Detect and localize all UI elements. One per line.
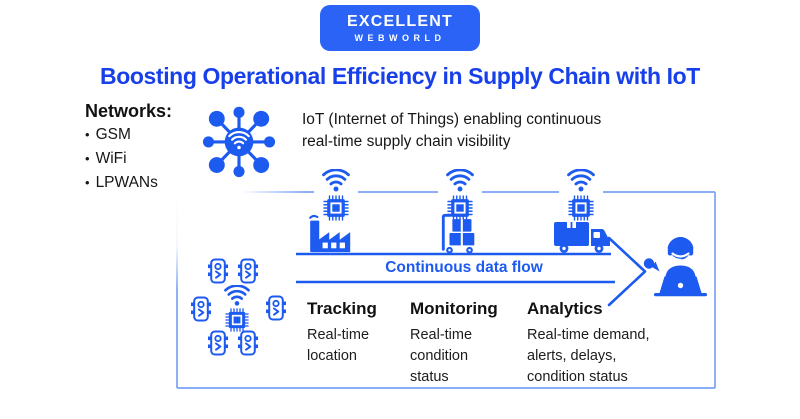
wifi-signal-icon (319, 169, 353, 192)
network-item-gsm: • GSM (85, 126, 131, 144)
stage-desc: Real-time condition status (410, 325, 498, 388)
factory-icon (309, 214, 351, 253)
stage-title: Tracking (307, 299, 377, 318)
network-label: LPWANs (95, 174, 158, 191)
stage-tracking: Tracking Real-time location (307, 299, 377, 367)
delivery-truck-icon (554, 222, 610, 253)
stage-desc: Real-time demand, alerts, delays, condit… (527, 325, 650, 388)
bullet: • (85, 175, 90, 190)
support-operator-icon (643, 237, 707, 297)
stage-title: Monitoring (410, 299, 498, 318)
network-label: GSM (95, 126, 131, 143)
networks-heading: Networks: (85, 101, 173, 121)
hand-truck-icon (441, 213, 475, 254)
sensor-node-icon (208, 258, 228, 284)
wifi-signal-icon (221, 285, 253, 306)
intro-line-1: IoT (Internet of Things) enabling contin… (302, 111, 602, 128)
sensor-node-icon (208, 330, 228, 356)
network-item-lpwans: • LPWANs (85, 174, 158, 192)
bullet: • (85, 151, 90, 166)
desc-line: condition status (527, 369, 628, 385)
iot-chip-icon (225, 308, 249, 332)
brand-subname: WEBWORLD (354, 33, 446, 43)
desc-line: Real-time (307, 327, 370, 343)
desc-line: alerts, delays, (527, 348, 617, 364)
network-item-wifi: • WiFi (85, 150, 127, 168)
network-label: WiFi (95, 150, 127, 167)
stage-analytics: Analytics Real-time demand, alerts, dela… (527, 299, 650, 388)
iot-network-hub-icon (202, 106, 276, 178)
intro-line-2: real-time supply chain visibility (302, 133, 511, 150)
stage-monitoring: Monitoring Real-time condition status (410, 299, 498, 388)
stage-title: Analytics (527, 299, 603, 318)
page-title: Boosting Operational Efficiency in Suppl… (100, 63, 700, 89)
wifi-signal-icon (564, 169, 598, 192)
wifi-signal-icon (443, 169, 477, 192)
desc-line: location (307, 348, 357, 364)
intro-text: IoT (Internet of Things) enabling contin… (302, 109, 662, 153)
desc-line: status (410, 369, 449, 385)
desc-line: Real-time demand, (527, 327, 650, 343)
bullet: • (85, 127, 90, 142)
sensor-node-icon (238, 330, 258, 356)
brand-name: EXCELLENT (347, 13, 453, 30)
sensor-node-icon (266, 295, 286, 321)
sensor-node-icon (238, 258, 258, 284)
iot-chip-icon (568, 195, 594, 221)
stage-desc: Real-time location (307, 325, 377, 367)
continuous-data-flow-label: Continuous data flow (385, 259, 543, 276)
sensor-node-icon (191, 296, 211, 322)
brand-logo: EXCELLENT WEBWORLD (320, 5, 480, 51)
desc-line: condition (410, 348, 469, 364)
desc-line: Real-time (410, 327, 473, 343)
